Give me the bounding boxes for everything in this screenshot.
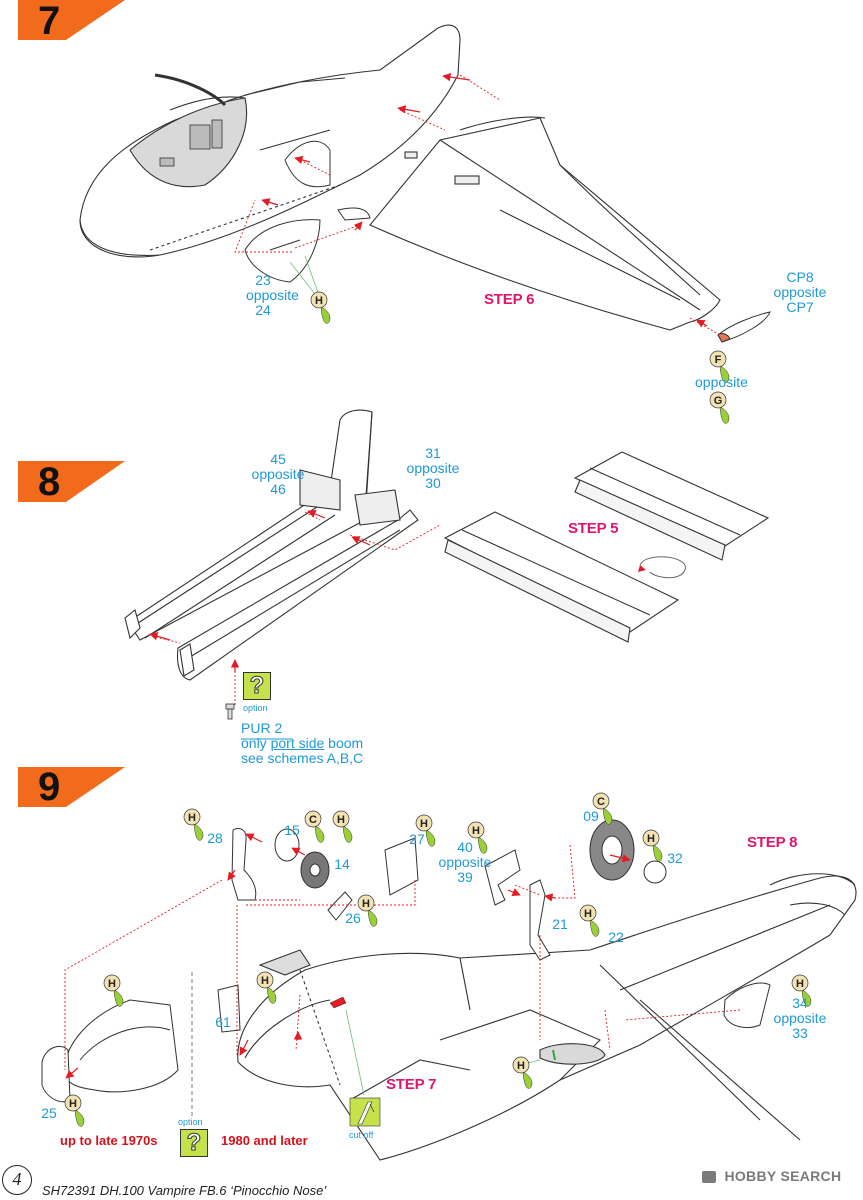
part-label-group: 34 opposite 33 [770, 996, 830, 1041]
step-ref: STEP 6 [484, 291, 535, 308]
cut-off-icon [349, 1097, 381, 1127]
part-number: 21 [552, 916, 568, 932]
watermark-logo-icon [702, 1170, 716, 1183]
part-number: 33 [792, 1025, 808, 1041]
step-tab-icon [18, 767, 125, 807]
part-opposite: opposite [406, 460, 460, 476]
part-number: 46 [270, 481, 286, 497]
undercarriage-parts [217, 819, 771, 1033]
part-opposite: opposite [438, 854, 492, 870]
part-number: 25 [41, 1105, 57, 1121]
watermark-text: HOBBY SEARCH [724, 1168, 842, 1184]
part-number: 31 [425, 445, 441, 461]
arrowheads [261, 72, 708, 328]
part-label-group: 23 opposite 24 [246, 273, 299, 318]
part-number: 61 [215, 1014, 231, 1030]
wing-assembly [369, 116, 721, 331]
part-number: 40 [457, 839, 473, 855]
footer-title: SH72391 DH.100 Vampire FB.6 ‘Pinocchio N… [42, 1183, 327, 1198]
pur2-schemes: see schemes A,B,C [241, 750, 364, 766]
option-glyph: ? [249, 672, 265, 699]
part-number: 15 [284, 822, 300, 838]
part-number: 27 [409, 831, 425, 847]
option-label: option [178, 1117, 203, 1127]
variant-note: 1980 and later [221, 1133, 308, 1148]
step-number: 7 [38, 0, 61, 43]
step9-arrows [64, 844, 741, 1070]
option-glyph: ? [186, 1129, 202, 1156]
red-nose-detail [329, 996, 347, 1009]
step-tab-icon [18, 461, 125, 502]
full-aircraft [237, 873, 857, 1161]
option-icon: ? [180, 1129, 208, 1157]
part-number: 28 [207, 830, 223, 846]
page-number-badge: 4 [2, 1165, 32, 1195]
page-number: 4 [12, 1169, 22, 1189]
option-icon: ? [243, 672, 271, 700]
step-tab-icon [18, 0, 125, 40]
step-number: 9 [38, 765, 61, 809]
part-number: 34 [792, 995, 808, 1011]
part-opposite: opposite [773, 1010, 827, 1026]
part-opposite: opposite [695, 374, 748, 390]
step-ref: STEP 7 [386, 1076, 437, 1093]
part-number: 45 [270, 451, 286, 467]
part-opposite: opposite [251, 466, 305, 482]
part-number: 23 [255, 272, 271, 288]
part-label-group: 45 opposite 46 [248, 452, 308, 497]
step-ref: STEP 8 [747, 834, 798, 851]
pur2-note: PUR 2 only port side boom see schemes A,… [241, 721, 363, 766]
part-label-group: 40 opposite 39 [435, 840, 495, 885]
part-number: 09 [583, 808, 599, 824]
step-number: 8 [38, 460, 61, 504]
cockpit-detail [159, 119, 223, 167]
part-label-group: CP8 opposite CP7 [770, 270, 830, 315]
pur2-part-name: PUR 2 [241, 720, 283, 736]
pur2-note-line: only port side boom [241, 735, 364, 751]
part-number: 22 [608, 929, 624, 945]
step-ref: STEP 5 [568, 520, 619, 537]
tail-booms [124, 409, 419, 681]
pur2-part [225, 703, 235, 720]
part-number: 26 [345, 910, 361, 926]
part-number: 14 [334, 856, 350, 872]
wingtip-light-part [717, 311, 771, 343]
part-number: 24 [255, 302, 271, 318]
part-number: 39 [457, 869, 473, 885]
part-opposite: opposite [773, 284, 827, 300]
rotate-arrow-icon [639, 556, 686, 579]
part-number: CP7 [786, 299, 814, 315]
part-number: 32 [667, 850, 683, 866]
part-number: CP8 [786, 269, 814, 285]
nose-intake-part [244, 140, 371, 283]
watermark: HOBBY SEARCH [702, 1168, 841, 1186]
glue-leader-lines-9 [345, 1009, 541, 1096]
nose-variant-left [41, 999, 179, 1103]
part-number: 30 [425, 475, 441, 491]
part-opposite: opposite [246, 287, 299, 303]
part-label-group: 31 opposite 30 [403, 446, 463, 491]
cut-off-label: cut off [349, 1130, 374, 1140]
variant-note: up to late 1970s [60, 1133, 158, 1148]
option-label: option [243, 703, 268, 713]
wing-parts [443, 451, 770, 643]
